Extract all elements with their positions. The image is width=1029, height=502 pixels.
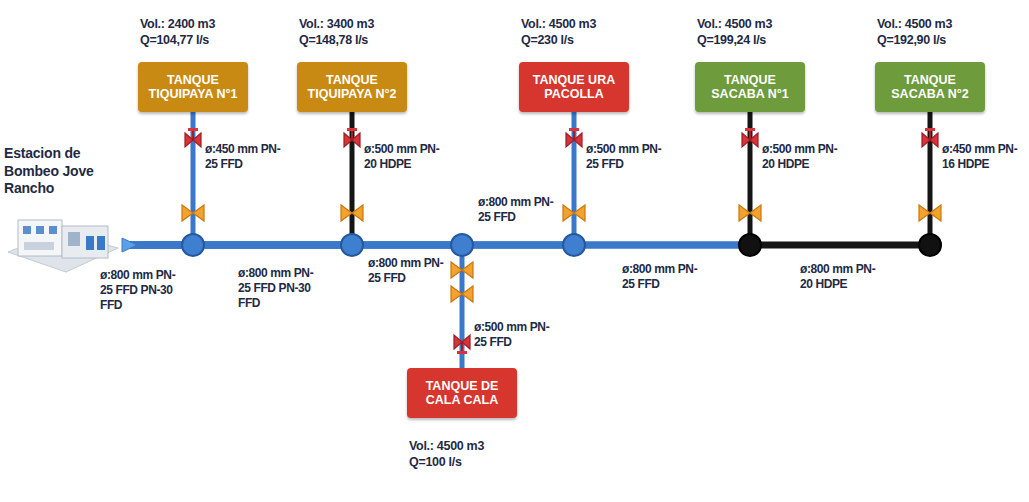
main-pipe-spec: ø:800 mm PN-25 FFD (368, 256, 448, 286)
control-valve (566, 128, 582, 147)
tank-box: Vol.: 4500 m3 Q=192,90 l/sTANQUE SACABA … (875, 62, 985, 112)
pipe-connector (122, 245, 462, 368)
pipe-segment (122, 242, 750, 249)
station-block (62, 226, 108, 258)
tank-box: Vol.: 3400 m3 Q=148,78 l/sTANQUE TIQUIPA… (297, 62, 407, 112)
station-illustration (8, 220, 118, 272)
station-panel (24, 242, 54, 250)
pipe-connector (122, 112, 352, 245)
tank-capacity: Vol.: 4500 m3 Q=199,24 l/s (697, 16, 807, 49)
tank-name: TANQUE TIQUIPAYA N°2 (304, 73, 400, 102)
main-pipe-spec: ø:800 mm PN-25 FFD PN-30 FFD (100, 268, 180, 313)
main-pipe-spec: ø:800 mm PN-25 FFD PN-30 FFD (238, 266, 318, 311)
control-valve (344, 128, 360, 147)
tank-name: TANQUE TIQUIPAYA N°1 (145, 73, 241, 102)
pipe-spec: ø:500 mm PN-25 FFD (474, 320, 554, 350)
tank-capacity: Vol.: 2400 m3 Q=104,77 l/s (140, 16, 250, 49)
main-pipe-spec: ø:800 mm PN-25 FFD (478, 195, 558, 225)
tank-name: TANQUE DE CALA CALA (414, 379, 510, 408)
pipe-junction (563, 234, 585, 256)
main-pipe-spec: ø:800 mm PN-25 FFD (622, 262, 702, 292)
main-pipe-spec: ø:800 mm PN-20 HDPE (800, 262, 880, 292)
tank-name: TANQUE SACABA N°1 (702, 73, 798, 102)
pipe-junction (341, 234, 363, 256)
tank-name: TANQUE URA PACOLLA (526, 73, 622, 102)
pipe-spec: ø:500 mm PN-20 HDPE (762, 142, 842, 172)
gate-valve (919, 205, 941, 221)
tank-capacity: Vol.: 4500 m3 Q=100 l/s (409, 438, 519, 471)
tank-box: Vol.: 4500 m3 Q=230 l/sTANQUE URA PACOLL… (519, 62, 629, 112)
pipe-junction (182, 234, 204, 256)
control-valve (185, 128, 201, 147)
station-window (49, 226, 57, 234)
pipe-spec: ø:450 mm PN-25 FFD (205, 142, 285, 172)
pipe-spec: ø:450 mm PN-16 HDPE (942, 142, 1022, 172)
pumping-station: Estacion de Bombeo Jove Rancho (4, 145, 122, 265)
tank-box: TANQUE DE CALA CALAVol.: 4500 m3 Q=100 l… (407, 368, 517, 418)
pipe-connector (122, 112, 574, 245)
gate-valve (739, 205, 761, 221)
gate-valve (341, 205, 363, 221)
station-window (36, 226, 44, 234)
pipe-connector (122, 112, 750, 245)
pipe-segment (750, 242, 930, 249)
control-valve (454, 335, 470, 354)
control-valve (742, 128, 758, 147)
tank-box: Vol.: 4500 m3 Q=199,24 l/sTANQUE SACABA … (695, 62, 805, 112)
control-valve (922, 128, 938, 147)
pipe-junction (739, 234, 761, 256)
gate-valve (182, 205, 204, 221)
pipe-connector (122, 112, 930, 245)
station-name: Estacion de Bombeo Jove Rancho (4, 145, 94, 198)
tank-box: Vol.: 2400 m3 Q=104,77 l/sTANQUE TIQUIPA… (138, 62, 248, 112)
tank-name: TANQUE SACABA N°2 (882, 73, 978, 102)
pipe-spec: ø:500 mm PN-25 FFD (586, 142, 666, 172)
pipe-spec: ø:500 mm PN-20 HDPE (364, 142, 444, 172)
gate-valve (451, 262, 473, 278)
tank-capacity: Vol.: 3400 m3 Q=148,78 l/s (299, 16, 409, 49)
station-block (18, 220, 62, 256)
pipe-junction (919, 234, 941, 256)
pipe-segment (122, 242, 750, 249)
tank-capacity: Vol.: 4500 m3 Q=192,90 l/s (877, 16, 987, 49)
pump-unit (97, 236, 105, 250)
pipe-junction (451, 234, 473, 256)
pipe-connector (122, 112, 193, 245)
flow-start-triangle (122, 238, 137, 252)
pump-unit (86, 236, 94, 250)
station-door (68, 232, 80, 246)
gate-valve (451, 286, 473, 302)
tank-capacity: Vol.: 4500 m3 Q=230 l/s (521, 16, 631, 49)
gate-valve (563, 205, 585, 221)
station-window (23, 226, 31, 234)
